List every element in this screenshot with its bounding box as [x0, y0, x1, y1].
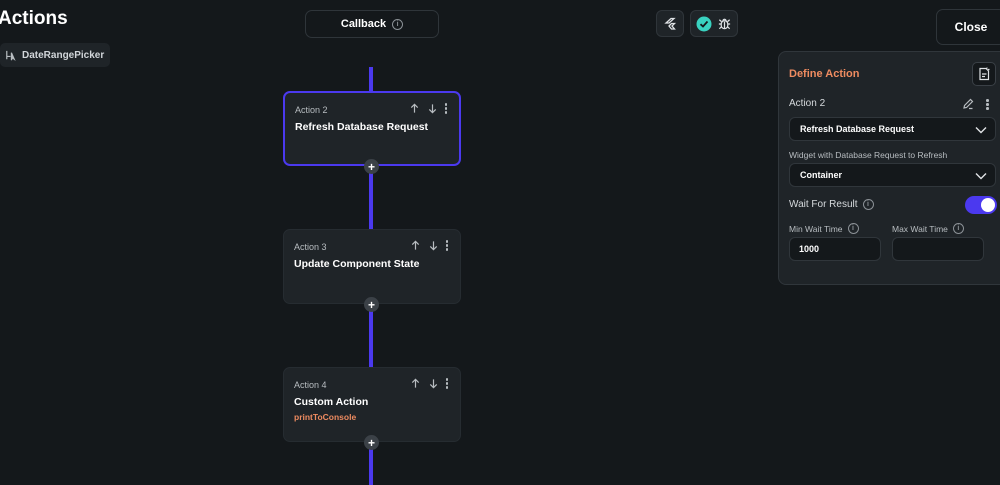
bug-icon [718, 18, 731, 30]
close-button[interactable]: Close [936, 9, 1000, 45]
wait-for-result-row: Wait For Result i [789, 199, 874, 210]
more-vert-icon[interactable] [444, 103, 447, 114]
action-number: Action 2 [295, 105, 328, 115]
action-type-select[interactable]: Refresh Database Request [789, 117, 996, 141]
info-icon[interactable]: i [862, 199, 874, 210]
arrow-up-icon[interactable] [410, 378, 421, 389]
wait-for-result-toggle[interactable] [965, 196, 997, 214]
edit-icon[interactable] [962, 98, 974, 110]
info-icon[interactable]: i [952, 223, 964, 234]
action-title: Update Component State [294, 258, 420, 270]
more-vert-icon[interactable] [986, 99, 989, 110]
widget-tree-icon [6, 50, 16, 61]
add-action-button[interactable]: + [364, 159, 379, 174]
flow-connector [369, 442, 373, 485]
max-wait-label: Max Wait Time [892, 223, 948, 234]
action-detail: printToConsole [294, 412, 357, 422]
flow-connector [369, 67, 373, 93]
add-action-button[interactable]: + [364, 297, 379, 312]
chevron-down-icon [975, 127, 987, 134]
documentation-button[interactable] [972, 62, 996, 86]
action-title: Refresh Database Request [295, 121, 429, 133]
min-wait-label: Min Wait Time [789, 223, 843, 234]
close-label: Close [954, 20, 988, 34]
info-icon[interactable]: i [392, 18, 404, 30]
arrow-down-icon[interactable] [428, 378, 439, 389]
chevron-down-icon [975, 173, 987, 180]
action-card[interactable]: Action 3 Update Component State [283, 229, 461, 304]
flow-connector [369, 304, 373, 368]
flutter-button[interactable] [656, 10, 684, 37]
callback-button[interactable]: Callback i [305, 10, 439, 38]
action-number: Action 4 [294, 380, 327, 390]
arrow-up-icon[interactable] [410, 240, 421, 251]
status-debug-button[interactable] [690, 10, 738, 37]
add-action-button[interactable]: + [364, 435, 379, 450]
define-action-panel: Define Action Action 2 Refresh Database … [778, 51, 1000, 285]
action-number: Action 3 [294, 242, 327, 252]
document-add-icon [979, 67, 990, 81]
arrow-up-icon[interactable] [409, 103, 420, 114]
page-title: Actions [0, 8, 68, 29]
arrow-down-icon[interactable] [428, 240, 439, 251]
flow-connector [369, 166, 373, 230]
callback-label: Callback [340, 18, 387, 30]
panel-title: Define Action [789, 68, 860, 80]
action-card[interactable]: Action 2 Refresh Database Request [283, 91, 461, 166]
arrow-down-icon[interactable] [427, 103, 438, 114]
widget-chip-label: DateRangePicker [22, 49, 105, 61]
widget-select-label: Widget with Database Request to Refresh [789, 150, 948, 160]
info-icon[interactable]: i [847, 223, 859, 234]
more-vert-icon[interactable] [445, 378, 448, 389]
widget-chip[interactable]: DateRangePicker [0, 43, 110, 67]
max-wait-input[interactable] [892, 237, 984, 261]
action-type-value: Refresh Database Request [800, 124, 915, 134]
wait-for-result-label: Wait For Result [789, 199, 858, 210]
action-card[interactable]: Action 4 Custom Action printToConsole [283, 367, 461, 442]
toggle-knob [981, 198, 995, 212]
widget-select-value: Container [800, 170, 843, 180]
flutter-icon [664, 17, 677, 30]
min-wait-input[interactable]: 1000 [789, 237, 881, 261]
more-vert-icon[interactable] [445, 240, 448, 251]
action-name-label: Action 2 [789, 98, 826, 109]
max-wait-row: Max Wait Time i [892, 223, 964, 234]
check-circle-icon [696, 16, 712, 31]
widget-select[interactable]: Container [789, 163, 996, 187]
action-title: Custom Action [294, 396, 369, 408]
min-wait-row: Min Wait Time i [789, 223, 859, 234]
